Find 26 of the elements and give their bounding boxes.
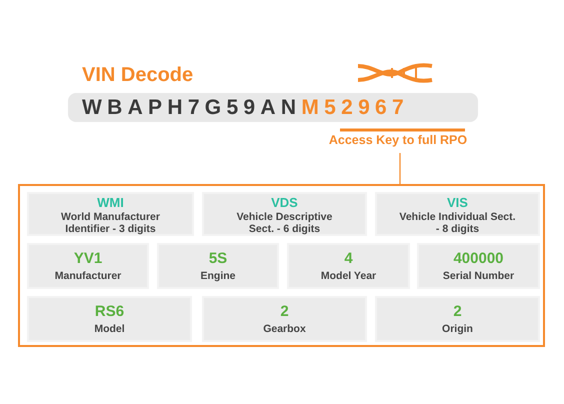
field-value: 2 (453, 303, 462, 320)
field-description: Gearbox (263, 323, 306, 335)
field-description: Model (94, 323, 125, 335)
field-description: Manufacturer (54, 270, 122, 282)
field-value: 400000 (453, 250, 504, 267)
field-value: VDS (271, 194, 298, 210)
field-description: Origin (442, 323, 473, 335)
field-description: World Manufacturer Identifier - 3 digits (60, 210, 161, 234)
leader-line (399, 153, 401, 184)
vin-code: WBAPH7G59AN (82, 96, 302, 120)
field-description: Vehicle Descriptive Sect. - 6 digits (236, 210, 334, 234)
title: VIN Decode (82, 64, 194, 87)
field-value: 2 (280, 303, 289, 320)
access-key-label: Access Key to full RPO (328, 133, 468, 147)
field-description: Serial Number (442, 270, 514, 282)
access-key-code: M52967 (301, 96, 410, 120)
field-description: Engine (200, 270, 236, 282)
field-value: RS6 (94, 303, 124, 320)
field-value: 4 (344, 250, 353, 267)
field-value: WMI (97, 194, 124, 210)
field-description: Vehicle Individual Sect. - 8 digits (398, 210, 517, 234)
field-value: 5S (208, 250, 228, 267)
field-value: VIS (447, 194, 468, 210)
decode-panel (18, 184, 545, 347)
field-value: YV1 (74, 250, 102, 267)
field-description: Model Year (320, 270, 376, 282)
